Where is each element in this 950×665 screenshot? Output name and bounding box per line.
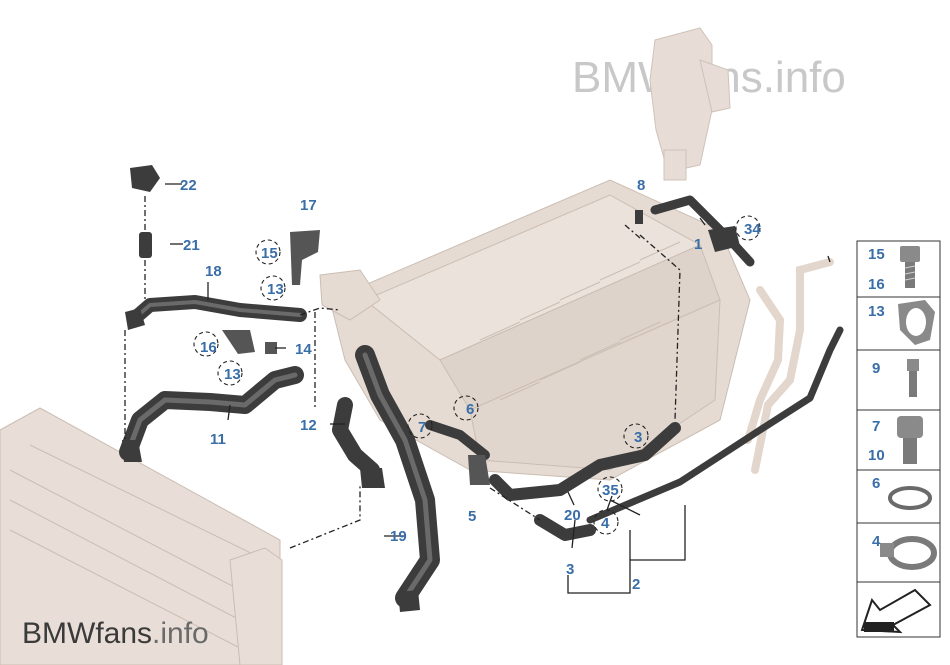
callout-labels: 22 21 18 17 15 13 16 14 13 11 12 7 6 19 … [180, 177, 761, 593]
callout-15: 15 [261, 245, 278, 262]
radiator-illustration [0, 407, 283, 665]
dashed-circles [193, 215, 761, 535]
legend-13: 13 [868, 303, 885, 320]
callout-3-upper: 3 [634, 429, 642, 446]
watermark-bottom: BMWfans.info [22, 617, 209, 650]
legend-6: 6 [872, 475, 880, 492]
callout-11: 11 [210, 431, 226, 448]
small-parts [122, 165, 740, 612]
callout-13-top: 13 [267, 281, 284, 298]
legend-15: 15 [868, 246, 885, 263]
callout-8: 8 [637, 177, 645, 194]
legend-9: 9 [872, 360, 880, 377]
callout-20: 20 [564, 507, 581, 524]
callout-5: 5 [468, 508, 476, 525]
legend-4: 4 [872, 533, 881, 550]
callout-3-bottom: 3 [566, 561, 574, 578]
engine-block-illustration [319, 179, 751, 481]
callout-17: 17 [300, 197, 317, 214]
leader-lines [124, 183, 831, 594]
parts-legend: 15 16 13 9 7 10 6 4 [856, 240, 941, 638]
callout-13-bottom: 13 [224, 366, 241, 383]
callout-12: 12 [300, 417, 317, 434]
callout-21: 21 [183, 237, 200, 254]
callout-1: 1 [694, 236, 702, 253]
callout-7: 7 [418, 419, 426, 436]
callout-4: 4 [601, 515, 610, 532]
callout-14: 14 [295, 341, 312, 358]
legend-7: 7 [872, 418, 880, 435]
callout-6: 6 [466, 401, 474, 418]
legend-10: 10 [868, 447, 885, 464]
expansion-tank-illustration [649, 27, 731, 181]
callout-18: 18 [205, 263, 222, 280]
callout-35: 35 [602, 482, 619, 499]
callout-2: 2 [632, 576, 640, 593]
callout-19: 19 [390, 528, 407, 545]
return-pipe-illustration [744, 258, 834, 474]
bolt-icon [900, 246, 920, 288]
callout-16: 16 [200, 339, 217, 356]
callout-22: 22 [180, 177, 197, 194]
callout-34: 34 [744, 221, 761, 238]
bracket-icon [898, 300, 935, 345]
o-ring-icon [888, 486, 932, 510]
direction-arrow-icon [860, 588, 932, 634]
legend-16: 16 [868, 276, 885, 293]
hoses [119, 195, 844, 608]
hose-clamp-icon [880, 536, 937, 570]
plug-bolt-icon [897, 416, 923, 464]
screw-icon [907, 359, 919, 397]
